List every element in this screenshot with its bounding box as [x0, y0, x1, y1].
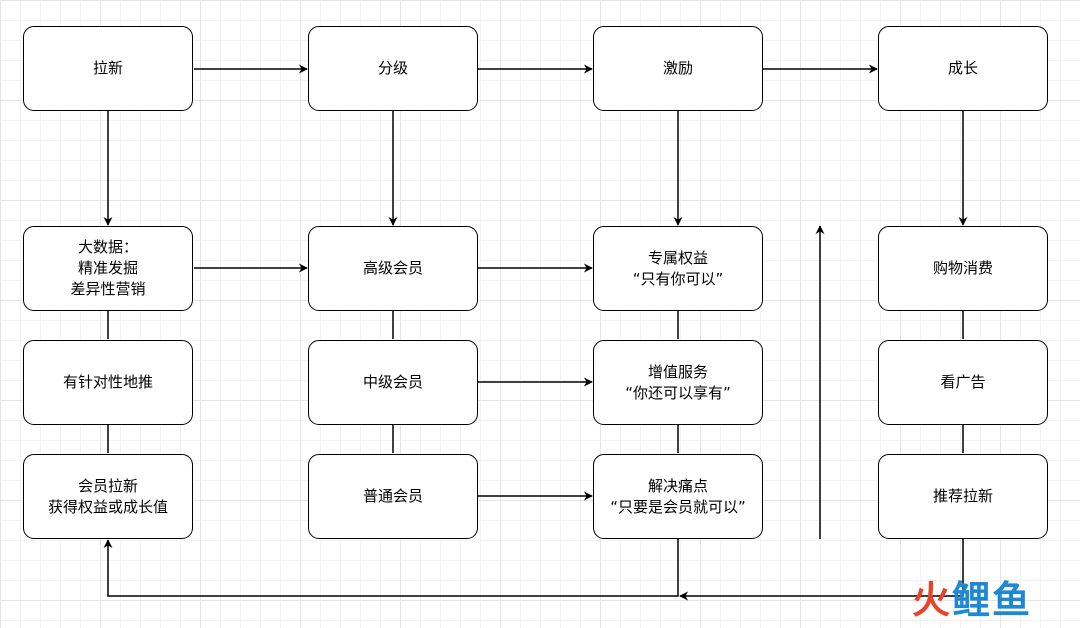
node-tier: 分级 — [308, 26, 478, 111]
node-big-data: 大数据： 精准发掘 差异性营销 — [23, 226, 193, 311]
node-shopping-label: 购物消费 — [932, 259, 993, 277]
node-value-added-label: 增值服务 “你还可以享有” — [625, 362, 731, 402]
node-pain-point-label: 解决痛点 “只要是会员就可以” — [610, 476, 746, 516]
node-member-referral-label: 会员拉新 获得权益或成长值 — [47, 476, 168, 516]
node-acquire-label: 拉新 — [92, 59, 123, 77]
node-exclusive-rights: 专属权益 “只有你可以” — [593, 226, 763, 311]
node-targeted-push-label: 有针对性地推 — [62, 373, 153, 391]
node-shopping: 购物消费 — [878, 226, 1048, 311]
node-referral-label: 推荐拉新 — [932, 487, 993, 505]
node-senior-member: 高级会员 — [308, 226, 478, 311]
watermark-part2: 鲤鱼 — [952, 578, 1033, 622]
node-watch-ads-label: 看广告 — [940, 373, 986, 391]
watermark-logo: 火鲤鱼 — [912, 578, 1032, 622]
arrow-return-to-member-referral — [103, 539, 679, 597]
node-regular-member-label: 普通会员 — [362, 487, 423, 505]
arrow-referral-loop — [679, 539, 964, 601]
node-big-data-label: 大数据： 精准发掘 差异性营销 — [70, 238, 146, 298]
node-senior-member-label: 高级会员 — [362, 259, 423, 277]
node-mid-member: 中级会员 — [308, 340, 478, 425]
node-acquire: 拉新 — [23, 26, 193, 111]
node-value-added: 增值服务 “你还可以享有” — [593, 340, 763, 425]
node-watch-ads: 看广告 — [878, 340, 1048, 425]
node-tier-label: 分级 — [377, 59, 408, 77]
watermark-part1: 火 — [912, 578, 953, 622]
node-growth-label: 成长 — [947, 59, 978, 77]
node-growth: 成长 — [878, 26, 1048, 111]
node-member-referral: 会员拉新 获得权益或成长值 — [23, 454, 193, 539]
node-targeted-push: 有针对性地推 — [23, 340, 193, 425]
node-incentive: 激励 — [593, 26, 763, 111]
node-mid-member-label: 中级会员 — [362, 373, 423, 391]
node-referral: 推荐拉新 — [878, 454, 1048, 539]
node-exclusive-rights-label: 专属权益 “只有你可以” — [632, 248, 724, 288]
node-incentive-label: 激励 — [662, 59, 693, 77]
node-regular-member: 普通会员 — [308, 454, 478, 539]
node-pain-point: 解决痛点 “只要是会员就可以” — [593, 454, 763, 539]
